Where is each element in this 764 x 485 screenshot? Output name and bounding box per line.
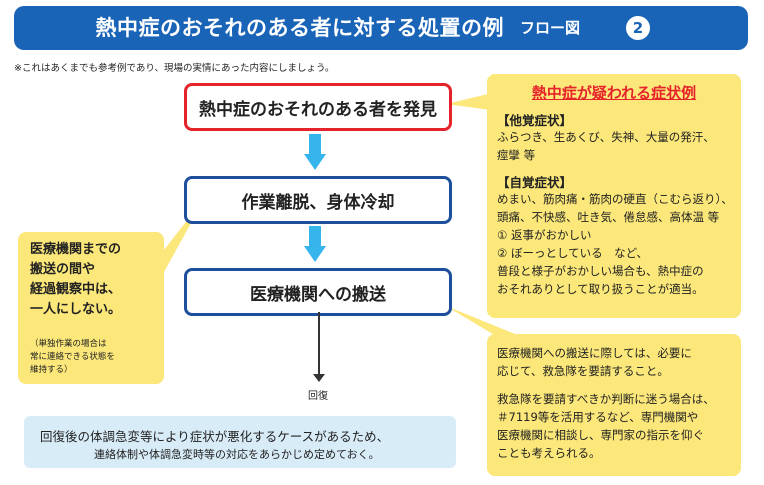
- subjective-symptoms-heading: 【自覚症状】: [497, 175, 573, 190]
- objective-symptoms-heading: 【他覚症状】: [497, 113, 573, 128]
- flow-step-cool-down: 作業離脱、身体冷却: [184, 176, 452, 224]
- page-title: 熱中症のおそれのある者に対する処置の例: [95, 16, 504, 40]
- ambulance-guidance-note: 医療機関への搬送に際しては、必要に 応じて、救急隊を要請すること。 救急隊を要請…: [487, 334, 741, 476]
- objective-symptoms-text: ふらつき、生あくび、失神、大量の発汗、 痙攣 等: [497, 130, 715, 162]
- left-note-sub: （単独作業の場合は 常に連絡できる状態を 維持する）: [30, 339, 115, 375]
- flow-label: フロー図: [520, 19, 581, 37]
- right-callout-pointer: [446, 306, 520, 336]
- recovery-arrow-icon: [313, 374, 325, 382]
- disclaimer-note: ※これはあくまでも参考例であり、現場の実情にあった内容にしましょう。: [14, 63, 335, 74]
- flow-step-transport: 医療機関への搬送: [184, 268, 452, 316]
- flow-number-badge: 2: [626, 16, 650, 40]
- subjective-symptoms-text: めまい、筋肉痛・筋肉の硬直（こむら返り）、 頭痛、不快感、吐き気、倦怠感、高体温…: [497, 192, 733, 296]
- left-note-main: 医療機関までの 搬送の間や 経過観察中は、 一人にしない。: [30, 242, 122, 317]
- right-note-p1: 医療機関への搬送に際しては、必要に 応じて、救急隊を要請すること。: [497, 346, 692, 378]
- flow-step-discover: 熱中症のおそれのある者を発見: [184, 83, 452, 131]
- down-arrow-icon: [304, 134, 326, 174]
- header-banner: 熱中症のおそれのある者に対する処置の例 フロー図 2: [14, 6, 748, 50]
- recovery-arrow-line: [318, 312, 320, 380]
- after-recovery-note: 回復後の体調急変等により症状が悪化するケースがあるため、 連絡体制や体調急変時等…: [24, 416, 456, 468]
- recovery-label: 回復: [308, 391, 328, 402]
- symptom-title: 熱中症が疑われる症状例: [531, 84, 697, 102]
- bottom-note-line2: 連絡体制や体調急変時等の対応をあらかじめ定めておく。: [94, 448, 380, 461]
- right-note-p2: 救急隊を要請すべきか判断に迷う場合は、 ＃7119等を活用するなど、専門機関や …: [497, 392, 715, 460]
- bottom-note-line1: 回復後の体調急変等により症状が悪化するケースがあるため、: [40, 429, 390, 444]
- symptom-examples-panel: 熱中症が疑われる症状例 【他覚症状】 ふらつき、生あくび、失神、大量の発汗、 痙…: [487, 74, 741, 318]
- down-arrow-icon: [304, 226, 326, 266]
- do-not-leave-alone-note: 医療機関までの 搬送の間や 経過観察中は、 一人にしない。 （単独作業の場合は …: [18, 232, 164, 384]
